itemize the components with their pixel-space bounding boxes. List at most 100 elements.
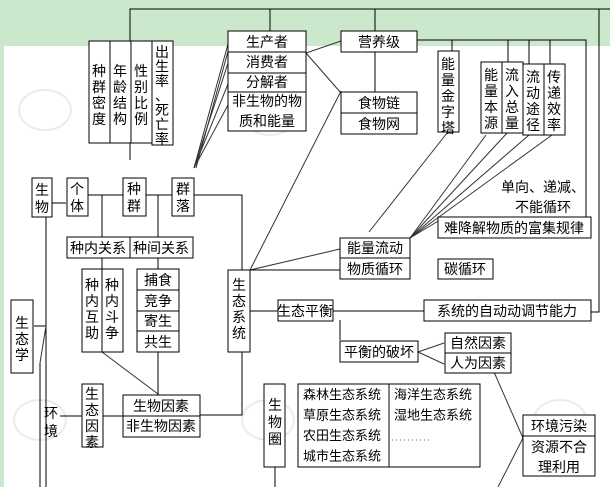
svg-text:态: 态 — [232, 294, 246, 310]
ecosystem-type-label: 草原生态系统 — [303, 409, 381, 424]
community-box — [171, 177, 195, 217]
energy-note-line1: 单向、递减、 — [501, 180, 585, 196]
ecosystem-type-label: 森林生态系统 — [303, 388, 381, 403]
trophic-level-box — [340, 30, 418, 53]
svg-text:别: 别 — [134, 80, 148, 96]
svg-text:、: 、 — [155, 89, 169, 105]
svg-text:体: 体 — [70, 199, 84, 215]
accumulation-rule-label: 难降解物质的富集规律 — [444, 220, 584, 237]
svg-text:率: 率 — [155, 131, 169, 148]
intra-struggle-box — [101, 268, 124, 353]
svg-text:种: 种 — [105, 278, 119, 294]
resource-misuse-box — [522, 435, 596, 477]
svg-text:源: 源 — [484, 116, 498, 132]
individual-box — [66, 177, 89, 217]
eco-factor-box — [81, 383, 104, 448]
svg-text:种: 种 — [85, 278, 99, 294]
symbiosis-label: 共生 — [144, 335, 172, 351]
svg-text:传: 传 — [547, 70, 561, 86]
svg-text:递: 递 — [547, 86, 561, 102]
svg-text:效: 效 — [547, 102, 561, 118]
abiotic-matter-label-line1: 非生物的物 — [232, 94, 302, 110]
svg-text:动: 动 — [526, 86, 540, 102]
abiotic-matter-label-line2: 质和能量 — [239, 114, 295, 130]
natural-factor-label: 自然因素 — [450, 335, 506, 352]
svg-text:物: 物 — [35, 200, 49, 216]
svg-text:斗: 斗 — [105, 310, 119, 326]
svg-text:境: 境 — [44, 424, 58, 440]
ecosystem-types-col2 — [388, 383, 481, 468]
community-label: 群落 — [176, 182, 190, 215]
inter-relation-box — [129, 236, 194, 259]
svg-text:亡: 亡 — [155, 118, 169, 134]
competition-label: 竞争 — [144, 293, 172, 310]
svg-text:流: 流 — [505, 68, 519, 84]
ecosystem-type-label: 城市生态系统 — [303, 449, 381, 465]
ecology-root-label: 生态学 — [15, 316, 29, 364]
svg-text:内: 内 — [85, 294, 99, 310]
matter-cycle-label: 物质循环 — [347, 262, 403, 278]
svg-text:龄: 龄 — [113, 80, 127, 96]
svg-text:生: 生 — [155, 60, 169, 76]
accumulation-rule-box — [437, 216, 592, 239]
eco-balance-box — [277, 299, 334, 322]
balance-breakdown-box — [339, 340, 419, 363]
environment-label: 环境 — [44, 406, 58, 440]
parasitism-label: 寄生 — [144, 313, 172, 330]
matter-cycle-box — [339, 257, 411, 280]
svg-text:度: 度 — [92, 112, 106, 128]
svg-text:系: 系 — [232, 310, 246, 326]
svg-text:能: 能 — [484, 68, 498, 84]
organism-label: 生物 — [35, 183, 49, 216]
svg-text:率: 率 — [547, 117, 561, 134]
ecosystem-type-label: 海洋生态系统 — [394, 388, 472, 403]
biosphere-box — [263, 383, 286, 468]
svg-text:比: 比 — [134, 96, 148, 112]
food-chain-label: 食物链 — [358, 95, 400, 112]
svg-text:量: 量 — [441, 73, 455, 89]
svg-text:生: 生 — [268, 398, 282, 414]
svg-text:塔: 塔 — [441, 121, 455, 137]
svg-text:生: 生 — [15, 316, 29, 332]
svg-text:个: 个 — [70, 182, 84, 198]
svg-text:流: 流 — [526, 70, 540, 86]
energy-note-line2: 不能循环 — [515, 200, 571, 216]
balance-breakdown-label: 平衡的破坏 — [344, 345, 414, 361]
svg-text:出: 出 — [155, 45, 169, 61]
carbon-cycle-label: 碳循环 — [444, 262, 486, 278]
svg-text:种: 种 — [127, 182, 141, 198]
svg-text:生: 生 — [85, 387, 99, 403]
svg-text:因: 因 — [85, 419, 99, 435]
svg-text:群: 群 — [127, 199, 141, 215]
svg-text:群: 群 — [176, 182, 190, 198]
ecology-root-box — [10, 299, 34, 374]
svg-text:结: 结 — [113, 96, 127, 112]
svg-text:构: 构 — [113, 112, 127, 128]
predation-label: 捕食 — [144, 272, 172, 289]
svg-text:圈: 圈 — [268, 432, 282, 448]
svg-text:统: 统 — [232, 326, 246, 342]
energy-flow-label: 能量流动 — [347, 241, 403, 257]
ecosystem-type-label: 农田生态系统 — [303, 429, 381, 444]
svg-text:死: 死 — [155, 103, 169, 119]
svg-text:生: 生 — [232, 278, 246, 294]
population-label: 种群 — [127, 182, 141, 215]
resource-misuse-label-line2: 理利用 — [538, 460, 580, 476]
trophic-level-label: 营养级 — [358, 35, 400, 51]
svg-text:密: 密 — [92, 95, 106, 112]
ecosystem-label: 生态系统 — [232, 278, 246, 342]
human-factor-label: 人为因素 — [450, 356, 506, 372]
resource-misuse-label-line1: 资源不合 — [531, 440, 587, 456]
svg-text:态: 态 — [15, 332, 29, 348]
svg-text:途: 途 — [526, 101, 540, 118]
abiotic-factor-box — [122, 415, 201, 438]
svg-text:态: 态 — [85, 403, 99, 419]
energy-features — [437, 50, 566, 136]
